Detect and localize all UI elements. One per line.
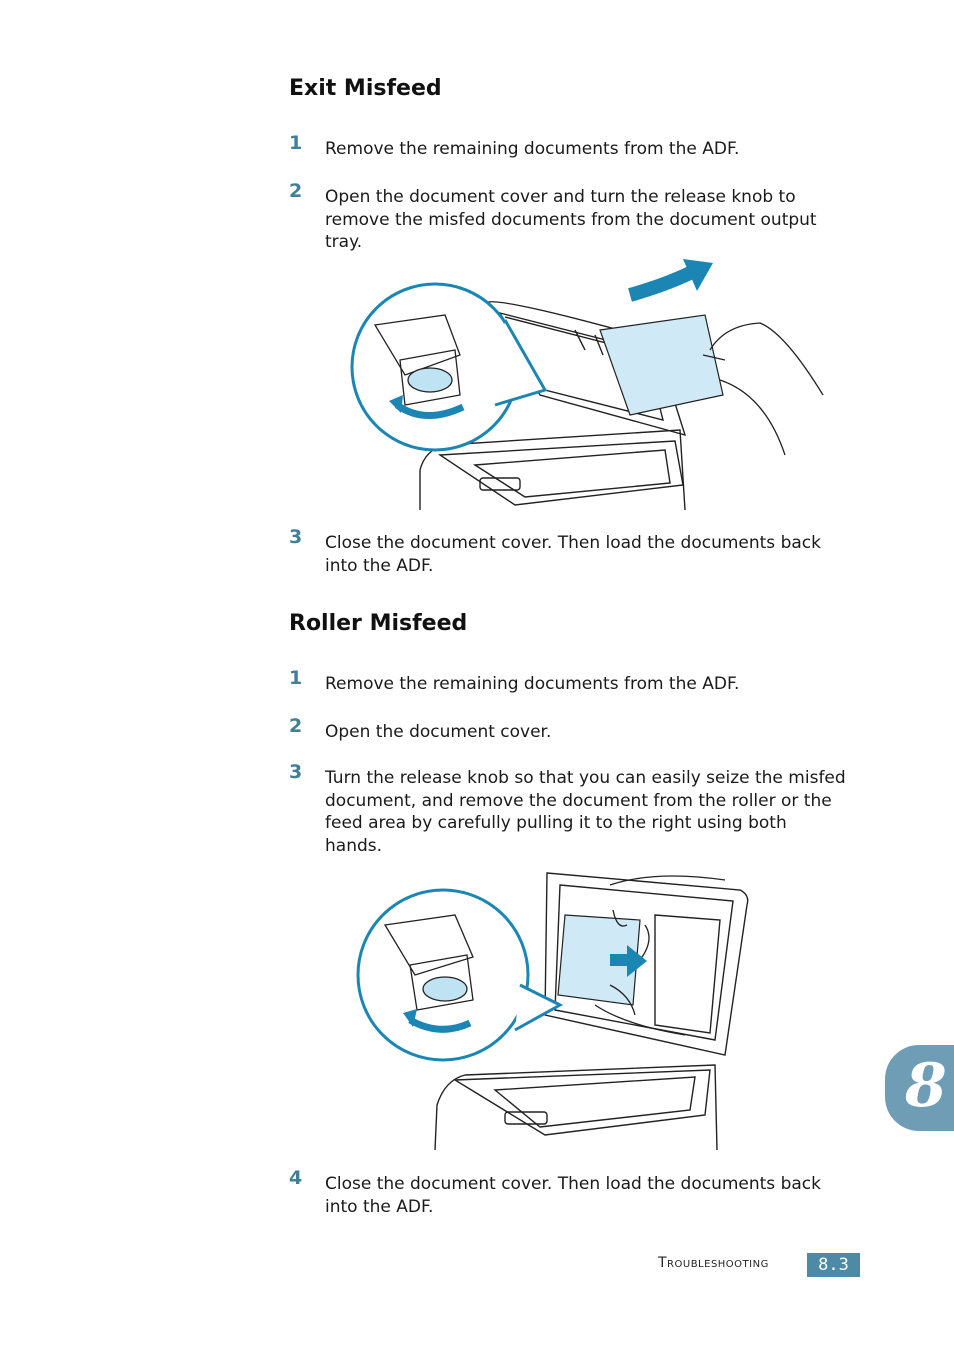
chapter-tab: 8 [885,1045,954,1131]
step-text: Remove the remaining documents from the … [325,674,740,694]
section-title-exit-misfeed: Exit Misfeed [289,76,442,101]
step-number: 2 [289,715,303,737]
step-number: 1 [289,667,303,689]
step-text: Open the document cover and turn the rel… [325,187,817,252]
step-number: 3 [289,761,303,783]
section-title-roller-misfeed: Roller Misfeed [289,611,468,636]
step-text: Close the document cover. Then load the … [325,1174,821,1217]
step-text: Turn the release knob so that you can ea… [325,768,846,856]
exit-misfeed-illustration [350,259,824,511]
step-text: Close the document cover. Then load the … [325,533,821,576]
page-number-badge: 8.3 [807,1253,860,1277]
chapter-number: 8 [905,1051,947,1121]
step-number: 1 [289,132,303,154]
step-text: Remove the remaining documents from the … [325,139,740,159]
step-number: 3 [289,526,303,548]
footer-section-label: Troubleshooting [658,1255,769,1271]
roller-misfeed-illustration [356,872,749,1151]
step-number: 2 [289,180,303,202]
step-number: 4 [289,1167,303,1189]
step-text: Open the document cover. [325,722,552,742]
